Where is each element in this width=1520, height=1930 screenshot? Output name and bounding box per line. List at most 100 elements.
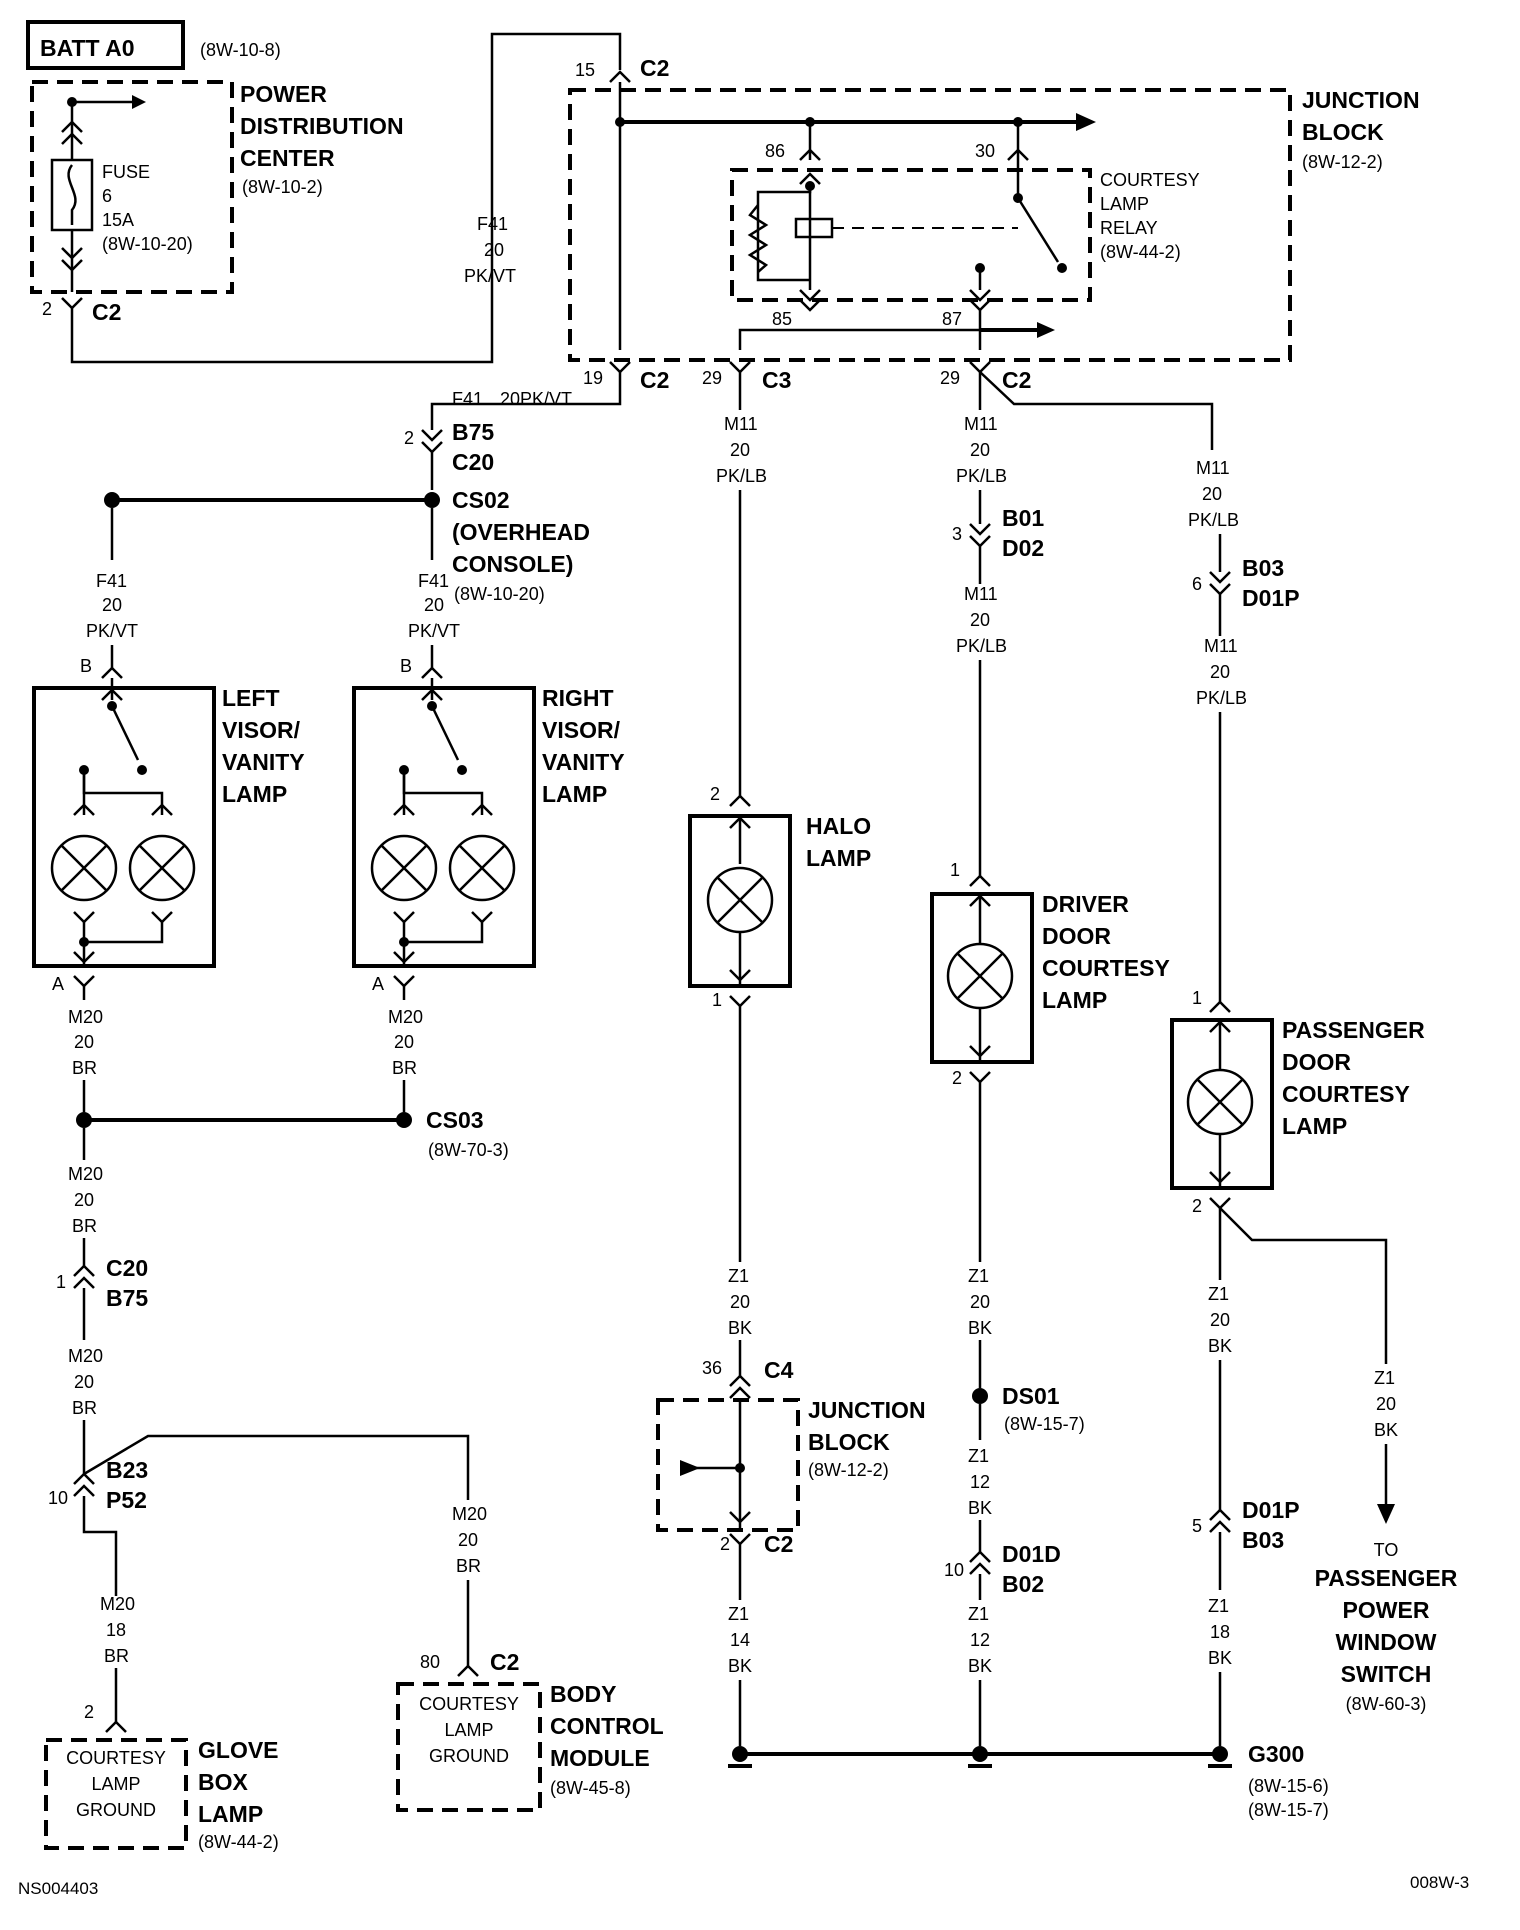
driver-door-lamp-box <box>930 892 1034 1064</box>
svg-text:VANITY: VANITY <box>542 749 625 775</box>
svg-text:RELAY: RELAY <box>1100 218 1158 238</box>
svg-text:18: 18 <box>106 1620 126 1640</box>
svg-text:C20: C20 <box>106 1255 148 1281</box>
lamp-bulb-icon <box>448 834 516 902</box>
svg-text:20: 20 <box>970 1292 990 1312</box>
svg-text:BR: BR <box>72 1398 97 1418</box>
svg-text:12: 12 <box>970 1472 990 1492</box>
bcm-ground-box <box>396 1682 542 1812</box>
svg-text:1: 1 <box>712 990 722 1010</box>
svg-text:F41: F41 <box>418 571 449 591</box>
svg-text:PK/VT: PK/VT <box>86 621 138 641</box>
svg-text:M20: M20 <box>68 1346 103 1366</box>
svg-text:20: 20 <box>730 440 750 460</box>
svg-text:Z1: Z1 <box>728 1604 749 1624</box>
svg-text:BK: BK <box>728 1656 752 1676</box>
courtesy-lamp-relay-box <box>730 168 1092 302</box>
svg-text:20: 20 <box>1376 1394 1396 1414</box>
svg-text:(8W-60-3): (8W-60-3) <box>1346 1694 1427 1714</box>
svg-text:F41: F41 <box>96 571 127 591</box>
svg-text:(8W-10-20): (8W-10-20) <box>454 584 545 604</box>
svg-text:VISOR/: VISOR/ <box>222 717 301 743</box>
svg-text:C2: C2 <box>490 1649 519 1675</box>
svg-text:LAMP: LAMP <box>806 845 871 871</box>
svg-text:B03: B03 <box>1242 1527 1284 1553</box>
svg-text:A: A <box>52 974 64 994</box>
svg-text:A: A <box>372 974 384 994</box>
svg-text:86: 86 <box>765 141 785 161</box>
svg-text:(8W-15-7): (8W-15-7) <box>1248 1800 1329 1820</box>
svg-text:BR: BR <box>72 1058 97 1078</box>
svg-text:BR: BR <box>104 1646 129 1666</box>
svg-text:PASSENGER: PASSENGER <box>1282 1017 1425 1043</box>
document-id: NS004403 <box>18 1879 98 1898</box>
svg-text:6: 6 <box>1192 574 1202 594</box>
svg-text:C2: C2 <box>1002 367 1031 393</box>
svg-text:M11: M11 <box>964 414 998 434</box>
svg-text:20: 20 <box>1210 1310 1230 1330</box>
svg-text:GROUND: GROUND <box>76 1800 156 1820</box>
svg-text:PK/LB: PK/LB <box>956 466 1007 486</box>
svg-text:LAMP: LAMP <box>1100 194 1149 214</box>
svg-text:20: 20 <box>1202 484 1222 504</box>
svg-text:C3: C3 <box>762 367 791 393</box>
arrow-right-icon <box>132 95 146 109</box>
lamp-bulb-icon <box>128 834 196 902</box>
svg-text:20: 20 <box>102 595 122 615</box>
svg-text:C4: C4 <box>764 1357 794 1383</box>
batt-box <box>26 20 185 70</box>
svg-text:C2: C2 <box>640 367 669 393</box>
svg-text:B: B <box>80 656 92 676</box>
svg-text:PK/LB: PK/LB <box>1188 510 1239 530</box>
svg-text:VISOR/: VISOR/ <box>542 717 621 743</box>
svg-text:LAMP: LAMP <box>444 1720 493 1740</box>
svg-text:5: 5 <box>1192 1516 1202 1536</box>
svg-text:M20: M20 <box>388 1007 423 1027</box>
svg-text:BLOCK: BLOCK <box>808 1429 890 1455</box>
svg-text:DOOR: DOOR <box>1282 1049 1351 1075</box>
svg-text:20: 20 <box>484 240 504 260</box>
svg-text:CONSOLE): CONSOLE) <box>452 551 573 577</box>
svg-text:BODY: BODY <box>550 1681 616 1707</box>
svg-text:2: 2 <box>952 1068 962 1088</box>
svg-text:PK/VT: PK/VT <box>464 266 516 286</box>
svg-text:87: 87 <box>942 309 962 329</box>
batt-label: BATT A0 <box>40 35 135 61</box>
svg-text:LAMP: LAMP <box>542 781 607 807</box>
junction-block-lower-box <box>656 1398 800 1532</box>
lamp-bulb-icon <box>370 834 438 902</box>
svg-text:BR: BR <box>392 1058 417 1078</box>
svg-text:Z1: Z1 <box>728 1266 749 1286</box>
svg-text:D02: D02 <box>1002 535 1044 561</box>
svg-text:C2: C2 <box>764 1531 793 1557</box>
svg-text:2: 2 <box>720 1534 730 1554</box>
svg-text:20: 20 <box>730 1292 750 1312</box>
svg-text:PK/VT: PK/VT <box>408 621 460 641</box>
arrow-down-icon <box>1377 1504 1395 1524</box>
svg-text:LAMP: LAMP <box>198 1801 263 1827</box>
svg-text:29: 29 <box>940 368 960 388</box>
svg-text:DRIVER: DRIVER <box>1042 891 1129 917</box>
svg-text:29: 29 <box>702 368 722 388</box>
fuse-label: FUSE <box>102 162 150 182</box>
arrow-right-icon <box>1037 322 1055 338</box>
svg-text:WINDOW: WINDOW <box>1336 1629 1437 1655</box>
svg-text:B: B <box>400 656 412 676</box>
junction-block-title-2: BLOCK <box>1302 119 1384 145</box>
svg-text:Z1: Z1 <box>968 1266 989 1286</box>
svg-text:(8W-70-3): (8W-70-3) <box>428 1140 509 1160</box>
svg-text:BK: BK <box>968 1498 992 1518</box>
svg-text:F41: F41 <box>452 389 483 409</box>
svg-text:12: 12 <box>970 1630 990 1650</box>
svg-text:CONTROL: CONTROL <box>550 1713 664 1739</box>
pdc-box <box>30 80 234 294</box>
svg-text:BK: BK <box>1208 1336 1232 1356</box>
svg-text:B02: B02 <box>1002 1571 1044 1597</box>
svg-text:80: 80 <box>420 1652 440 1672</box>
svg-text:2: 2 <box>84 1702 94 1722</box>
svg-text:CS03: CS03 <box>426 1107 484 1133</box>
svg-text:(8W-15-6): (8W-15-6) <box>1248 1776 1329 1796</box>
svg-text:PK/LB: PK/LB <box>956 636 1007 656</box>
svg-text:20: 20 <box>74 1372 94 1392</box>
